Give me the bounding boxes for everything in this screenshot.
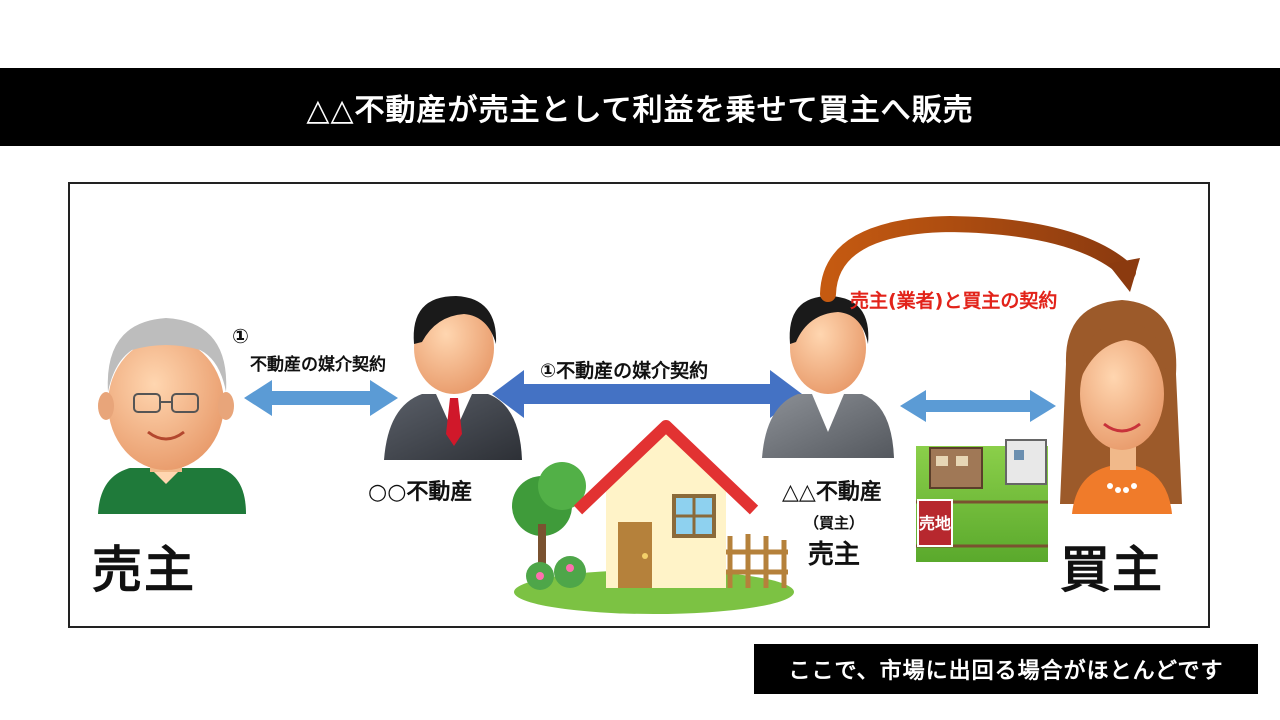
diagram-frame: 売地 売主 買主 ① 不動産の媒介契約 ①不動産の媒介契約 売主(業者)と買主の bbox=[68, 182, 1210, 628]
house-illustration bbox=[512, 420, 794, 614]
agent-right-label: △△不動産 bbox=[782, 480, 882, 505]
footer-note: ここで、市場に出回る場合がほとんどです bbox=[754, 644, 1258, 694]
contract-top-label: 売主(業者)と買主の契約 bbox=[850, 290, 1058, 312]
curved-arrow bbox=[820, 215, 1140, 302]
agent-right-sub: 売主 bbox=[808, 540, 861, 570]
contract-left-number: ① bbox=[232, 324, 249, 348]
agent-left-label: ○○不動産 bbox=[368, 480, 473, 505]
agent-left-illustration bbox=[384, 296, 522, 460]
diagram-canvas: 売地 bbox=[98, 215, 1182, 614]
land-for-sale-illustration bbox=[916, 439, 1048, 562]
contract-center-label: ①不動産の媒介契約 bbox=[540, 360, 709, 382]
seller-illustration bbox=[98, 318, 246, 514]
title-banner: △△不動産が売主として利益を乗せて買主へ販売 bbox=[0, 68, 1280, 146]
agent-right-sub-paren: （買主） bbox=[804, 514, 865, 532]
double-arrow-left bbox=[244, 380, 398, 416]
footer-note-text: ここで、市場に出回る場合がほとんどです bbox=[788, 659, 1224, 684]
seller-label: 売主 bbox=[92, 541, 196, 599]
buyer-illustration bbox=[1060, 300, 1182, 514]
contract-left-label: 不動産の媒介契約 bbox=[250, 355, 386, 375]
sign-text: 売地 bbox=[919, 514, 951, 533]
agent-right-illustration bbox=[762, 296, 894, 458]
page-title: △△不動産が売主として利益を乗せて買主へ販売 bbox=[306, 93, 974, 128]
double-arrow-right bbox=[900, 390, 1056, 422]
buyer-label: 買主 bbox=[1060, 541, 1164, 599]
double-arrow-center bbox=[492, 370, 802, 418]
